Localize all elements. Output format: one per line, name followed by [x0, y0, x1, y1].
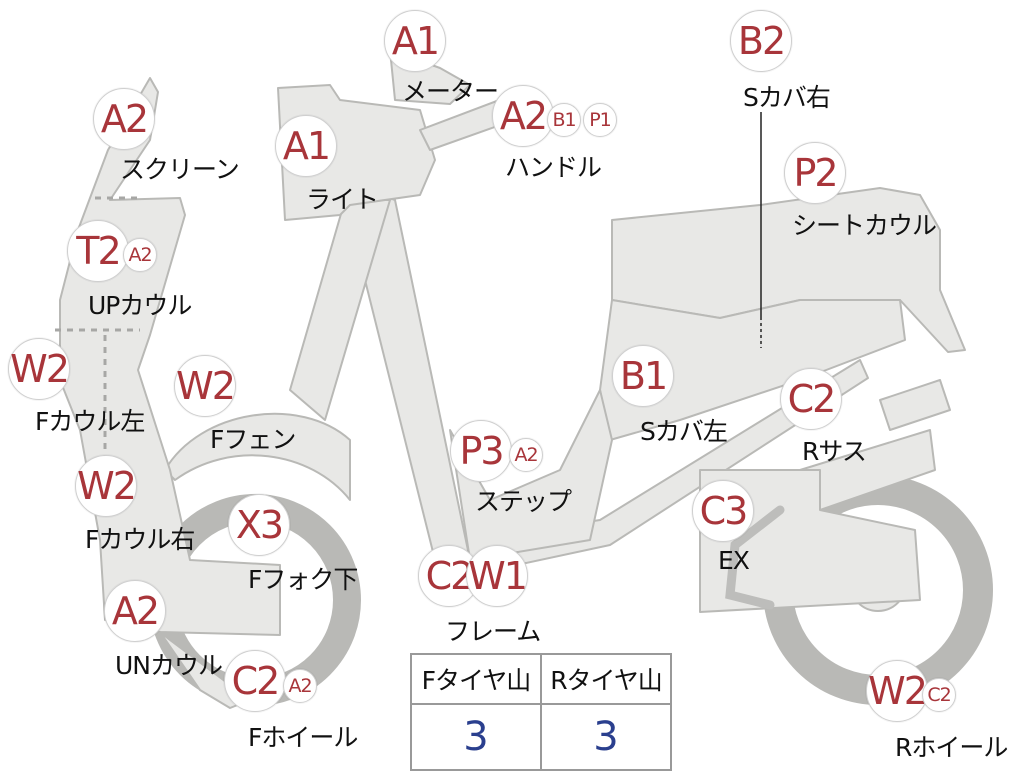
damage-code-badge: A2	[123, 238, 157, 272]
damage-code-badge: C2	[224, 650, 286, 712]
rear-tire-value: 3	[540, 703, 672, 771]
part-label-front-fork-lower: Fフォク下	[248, 565, 358, 594]
damage-code-badge: C3	[692, 480, 754, 542]
part-label-seat-cowl: シートカウル	[792, 211, 937, 240]
engine-shape	[699, 469, 921, 613]
part-label-front-cowl-right: Fカウル右	[85, 525, 195, 554]
part-label-light: ライト	[306, 185, 379, 214]
damage-code-badge: W2	[75, 455, 137, 517]
damage-code-badge: T2	[67, 220, 129, 282]
damage-code-badge: A2	[509, 438, 543, 472]
front-fender-shape	[164, 412, 351, 501]
part-label-under-cowl: UNカウル	[115, 651, 223, 680]
part-label-screen: スクリーン	[120, 155, 240, 184]
damage-code-badge: A1	[275, 115, 337, 177]
part-label-front-cowl-left: Fカウル左	[35, 407, 145, 436]
part-label-rear-wheel: Rホイール	[895, 733, 1008, 762]
damage-code-badge: P2	[784, 142, 846, 204]
damage-code-badge: X3	[228, 494, 290, 556]
part-label-frame: フレーム	[445, 617, 541, 646]
damage-code-badge: A2	[492, 85, 554, 147]
tire-tread-table: Fタイヤ山 Rタイヤ山 3 3	[410, 653, 672, 771]
table-value-row: 3 3	[410, 703, 672, 771]
damage-code-badge: P1	[583, 103, 617, 137]
damage-code-badge: C2	[780, 368, 842, 430]
exhaust-pipe-shape	[725, 505, 785, 610]
damage-code-badge: A1	[384, 10, 446, 72]
rear-tire-header: Rタイヤ山	[540, 653, 672, 705]
part-label-front-fender: Fフェン	[210, 425, 296, 454]
damage-code-badge: B2	[730, 10, 792, 72]
part-label-side-cover-left: Sカバ左	[640, 417, 728, 446]
damage-code-badge: A2	[104, 580, 166, 642]
damage-code-badge: W1	[466, 545, 528, 607]
part-label-side-cover-right: Sカバ右	[743, 83, 831, 112]
damage-code-badge: B1	[612, 345, 674, 407]
part-label-rear-suspension: Rサス	[802, 437, 867, 466]
damage-code-badge: P3	[450, 420, 512, 482]
damage-code-badge: A2	[93, 88, 155, 150]
damage-code-badge: W2	[8, 338, 70, 400]
front-tire-header: Fタイヤ山	[410, 653, 542, 705]
damage-code-badge: A2	[283, 669, 317, 703]
part-label-front-wheel: Fホイール	[248, 723, 358, 752]
part-label-meter: メーター	[402, 77, 499, 106]
table-header-row: Fタイヤ山 Rタイヤ山	[410, 653, 672, 705]
part-label-exhaust: EX	[718, 546, 750, 575]
part-label-step: ステップ	[475, 487, 572, 516]
shock-top-shape	[879, 379, 951, 431]
part-label-upper-cowl: UPカウル	[88, 291, 192, 320]
damage-code-badge: W2	[866, 660, 928, 722]
damage-code-badge: B1	[547, 103, 581, 137]
damage-code-badge: W2	[174, 355, 236, 417]
part-label-handle: ハンドル	[505, 153, 602, 182]
damage-code-badge: C2	[922, 678, 956, 712]
front-tire-value: 3	[410, 703, 542, 771]
